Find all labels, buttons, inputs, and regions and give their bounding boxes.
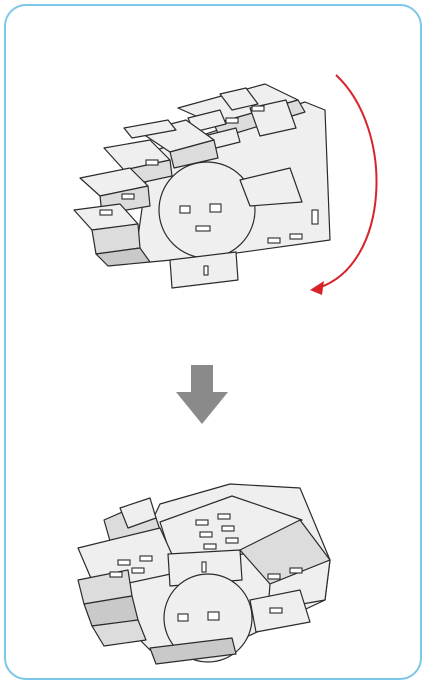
down-arrow-icon bbox=[176, 365, 228, 424]
model-before-rotation bbox=[74, 84, 330, 288]
model-after-rotation bbox=[78, 484, 330, 664]
